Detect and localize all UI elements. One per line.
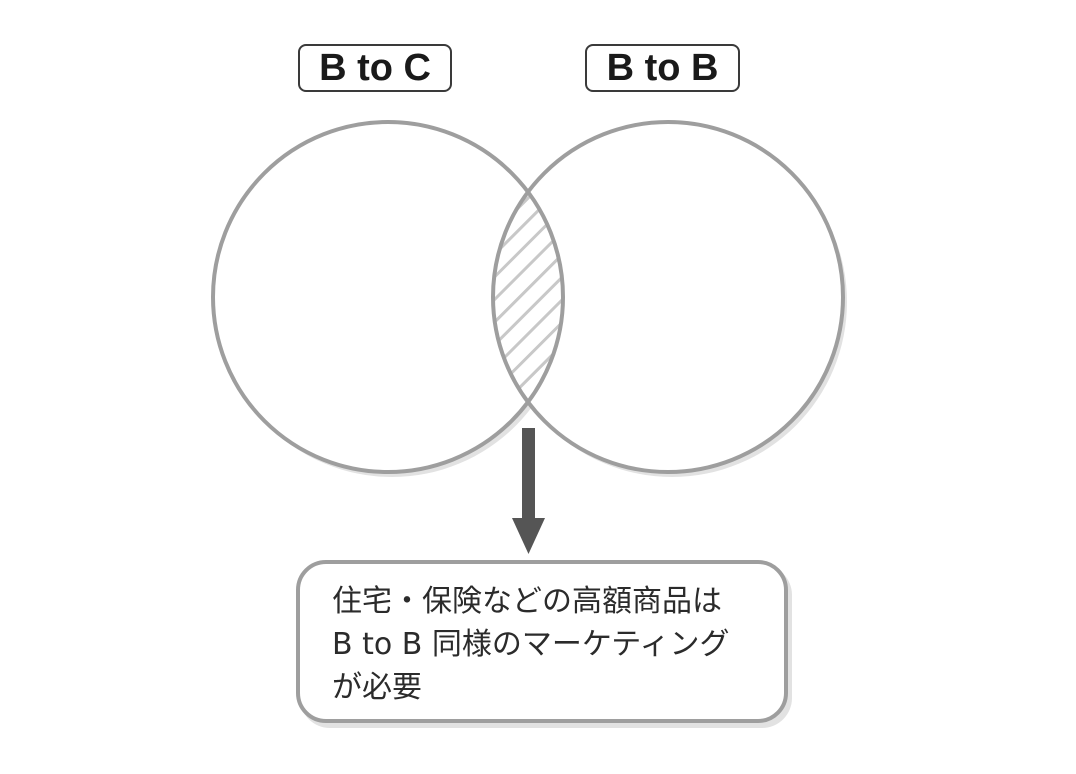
b-to-b-label-text: B to B	[606, 46, 719, 89]
left-circle-fill	[213, 122, 563, 472]
left-circle	[211, 120, 565, 474]
down-arrow-icon	[512, 428, 545, 554]
b-to-c-label: B to C	[298, 44, 452, 92]
note-line-2: B to B 同様のマーケティング	[332, 627, 730, 662]
note-line-1: 住宅・保険などの高額商品は	[332, 584, 722, 619]
note-box: 住宅・保険などの高額商品は B to B 同様のマーケティング が必要	[296, 560, 788, 723]
right-circle	[491, 120, 845, 474]
right-circle-fill	[493, 122, 843, 472]
b-to-c-label-text: B to C	[319, 46, 431, 89]
note-line-3: が必要	[332, 670, 422, 705]
b-to-b-label: B to B	[585, 44, 740, 92]
